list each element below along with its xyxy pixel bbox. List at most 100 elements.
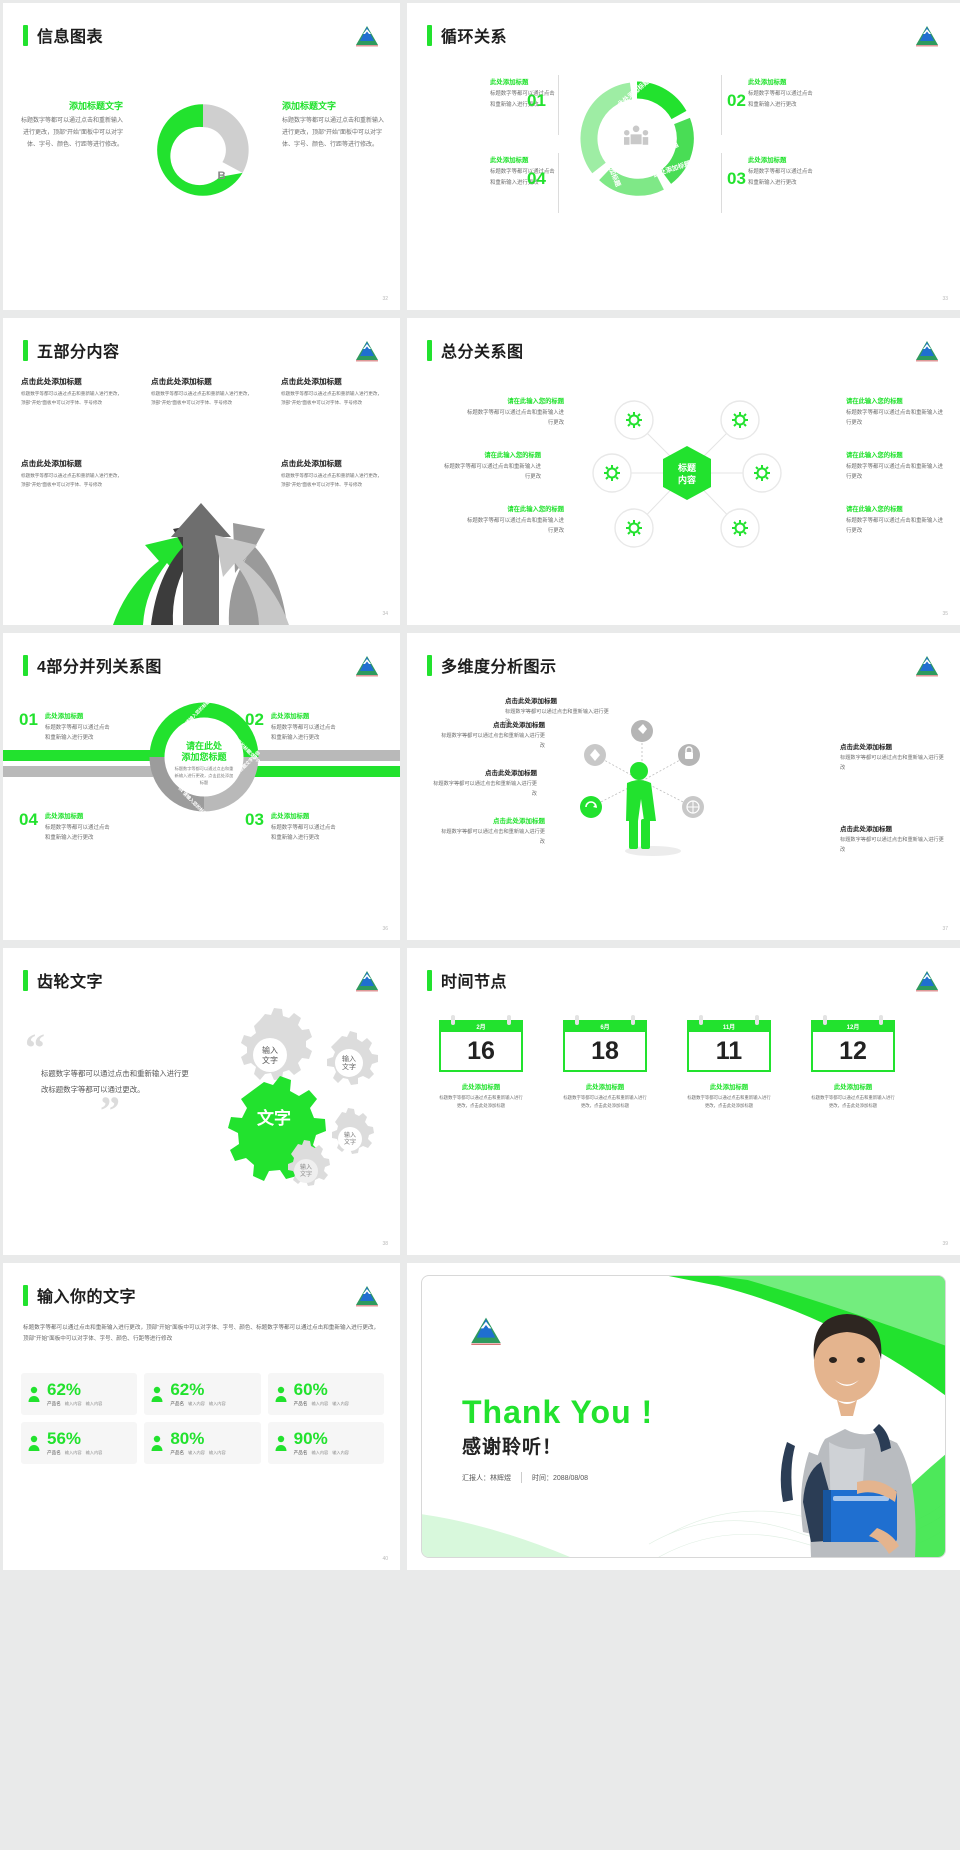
item-heading: 点击此处添加标题 (151, 377, 212, 386)
parallel-item-4[interactable]: 04 此处添加标题 标题数字等都可以通过点击和重新输入进行更改 (19, 811, 169, 844)
slide-header: 循环关系 (427, 23, 507, 47)
stat-name: 产品名 (47, 1450, 61, 1455)
item-heading: 点击此处添加标题 (281, 377, 342, 386)
hub-item-2[interactable]: 请在此输入您的标题 标题数字等都可以通过点击和重新输入进行更改 (846, 396, 946, 429)
right-heading: 添加标题文字 (282, 101, 337, 111)
ring-center-title-1: 请在此处 (186, 740, 223, 751)
left-band-green (3, 750, 153, 761)
parallel-item-2[interactable]: 02 此处添加标题 标题数字等都可以通过点击和重新输入进行更改 (245, 711, 395, 744)
calendar-month: 12月 (846, 1024, 860, 1031)
page-number: 32 (382, 296, 388, 302)
part-item-5[interactable]: 点击此处添加标题 标题数字等都可以通过点击和重新输入进行更改，顶部“开始”面板中… (281, 458, 385, 489)
hub-item-6[interactable]: 请在此输入您的标题 标题数字等都可以通过点击和重新输入进行更改 (846, 504, 946, 537)
cycle-number-2: 02 (727, 91, 746, 110)
item-heading: 此处添加标题 (490, 79, 529, 86)
slide-stats[interactable]: 输入你的文字 标题数字等都可以通过点击和重新输入进行更改，顶部“开始”面板中可以… (3, 1263, 400, 1570)
hub-item-3[interactable]: 请在此输入您的标题 标题数字等都可以通过点击和重新输入进行更改 (441, 450, 541, 483)
page-title: 循环关系 (441, 29, 508, 46)
parallel-item-3[interactable]: 03 此处添加标题 标题数字等都可以通过点击和重新输入进行更改 (245, 811, 395, 844)
network-item-1[interactable]: 点击此处添加标题 标题数字等都可以通过点击和重新输入进行更改 (505, 695, 609, 728)
cycle-item-2[interactable]: 此处添加标题 标题数字等都可以通过点击和重新输入进行更改 (748, 77, 814, 110)
network-item-4[interactable]: 点击此处添加标题 标题数字等都可以通过点击和重新输入进行更改 (433, 767, 537, 800)
slide-header: 总分关系图 (427, 338, 524, 362)
parallel-item-1[interactable]: 01 此处添加标题 标题数字等都可以通过点击和重新输入进行更改 (19, 711, 169, 744)
network-item-3[interactable]: 点击此处添加标题 标题数字等都可以通过点击和重新输入进行更改 (840, 741, 944, 774)
cycle-number-4: 04 (527, 169, 546, 188)
university-logo-icon (916, 971, 938, 992)
calendar-ring-icon (507, 1015, 511, 1025)
network-item-6[interactable]: 点击此处添加标题 标题数字等都可以通过点击和重新输入进行更改 (840, 823, 944, 856)
page-title: 信息图表 (37, 29, 104, 46)
part-item-3[interactable]: 点击此处添加标题 标题数字等都可以通过点击和重新输入进行更改，顶部“开始”面板中… (281, 376, 385, 407)
calendar-month: 11月 (722, 1024, 736, 1031)
left-text-block: 添加标题文字 标题数字等都可以通过点击和重新输入进行更改，顶部“开始”面板中可以… (21, 99, 123, 151)
part-item-1[interactable]: 点击此处添加标题 标题数字等都可以通过点击和重新输入进行更改，顶部“开始”面板中… (21, 376, 125, 407)
page-title: 五部分内容 (37, 344, 120, 361)
slide-cycle-relation[interactable]: 循环关系 此处添加标题 此处添加标题 此处添加标题 此处添加标题 (407, 3, 960, 310)
item-body: 标题数字等都可以通过点击和重新输入进行更改 (44, 725, 110, 742)
stat-card[interactable]: 60% 产品名 输入内容 输入内容 (267, 1373, 384, 1415)
hub-spoke-diagram[interactable]: 标题 内容 (572, 378, 802, 568)
item-heading: 请在此输入您的标题 (846, 398, 903, 405)
slide-timeline[interactable]: 时间节点 2月 16 此处添加标题 标题数字等都可以通过点击和重新输入进行更改，… (407, 948, 960, 1255)
hub-center-line1: 标题 (677, 462, 697, 473)
thanks-headline: Thank You ! (462, 1394, 654, 1430)
cycle-item-1[interactable]: 此处添加标题 标题数字等都可以通过点击和重新输入进行更改 (490, 77, 556, 110)
page-title: 4部分并列关系图 (37, 659, 162, 676)
slide-multidimensional[interactable]: 多维度分析图示 (407, 633, 960, 940)
arrow-chart[interactable] (87, 465, 315, 625)
item-body: 标题数字等都可以通过点击和重新输入进行更改 (433, 781, 537, 797)
university-logo-icon (356, 656, 378, 677)
item-heading: 此处添加标题 (270, 713, 310, 720)
calendar-card-2[interactable]: 6月 18 此处添加标题 标题数字等都可以通过点击和重新输入进行更改，点击此处添… (563, 1015, 647, 1110)
hub-item-1[interactable]: 请在此输入您的标题 标题数字等都可以通过点击和重新输入进行更改 (464, 396, 564, 429)
four-part-ring[interactable]: 01 请输入您的标题文字内容 02 请输入您的标题文字内容 03 请输入您的标题… (148, 701, 260, 813)
stat-meta-1: 输入内容 (64, 1450, 82, 1455)
network-item-5[interactable]: 点击此处添加标题 标题数字等都可以通过点击和重新输入进行更改 (441, 815, 545, 848)
hub-item-5[interactable]: 请在此输入您的标题 标题数字等都可以通过点击和重新输入进行更改 (464, 504, 564, 537)
cycle-item-3[interactable]: 此处添加标题 标题数字等都可以通过点击和重新输入进行更改 (748, 155, 814, 188)
item-heading: 点击此处添加标题 (840, 826, 892, 833)
stat-card[interactable]: 90% 产品名 输入内容 输入内容 (267, 1422, 384, 1464)
university-logo-icon (356, 341, 378, 362)
network-item-2[interactable]: 点击此处添加标题 标题数字等都可以通过点击和重新输入进行更改 (441, 719, 545, 752)
calendar-ring-icon (755, 1015, 759, 1025)
gear-cluster[interactable]: 输入 文字 文字 输入 文字 输入 文字 输入 文字 (202, 1008, 382, 1188)
gear-label-2: 输入 (342, 1054, 356, 1063)
item-heading: 请在此输入您的标题 (507, 398, 564, 405)
part-item-2[interactable]: 点击此处添加标题 标题数字等都可以通过点击和重新输入进行更改，顶部“开始”面板中… (151, 376, 255, 407)
donut-chart[interactable]: A B (151, 98, 255, 202)
stat-card[interactable]: 62% 产品名 输入内容 输入内容 (144, 1373, 261, 1415)
stat-card[interactable]: 56% 产品名 输入内容 输入内容 (21, 1422, 138, 1464)
stat-card[interactable]: 62% 产品名 输入内容 输入内容 (21, 1373, 138, 1415)
calendar-ring-icon (575, 1015, 579, 1025)
part-item-4[interactable]: 点击此处添加标题 标题数字等都可以通过点击和重新输入进行更改，顶部“开始”面板中… (21, 458, 125, 489)
cycle-item-4[interactable]: 此处添加标题 标题数字等都可以通过点击和重新输入进行更改 (490, 155, 556, 188)
stat-name: 产品名 (293, 1401, 308, 1406)
right-body: 标题数字等都可以通过点击和重新输入进行更改，顶部“开始”面板中可以对字体、字号、… (282, 118, 385, 148)
calendar-card-1[interactable]: 2月 16 此处添加标题 标题数字等都可以通过点击和重新输入进行更改，点击此处添… (439, 1015, 523, 1110)
quote-open-icon: “ (25, 1025, 45, 1070)
right-band-green (250, 766, 400, 777)
slide-four-parallel[interactable]: 4部分并列关系图 01 请输入您的标题文字内容 02 请输入您的标题文字内容 0… (3, 633, 400, 940)
calendar-caption: 此处添加标题 标题数字等都可以通过点击和重新输入进行更改，点击此处添加标题 (811, 1082, 895, 1110)
item-heading: 请在此输入您的标题 (507, 506, 564, 513)
slide-thank-you[interactable]: Thank You ! 感谢聆听！ 汇报人：林辉煜 时间：2088/08/08 (407, 1263, 960, 1570)
calendar-card-3[interactable]: 11月 11 此处添加标题 标题数字等都可以通过点击和重新输入进行更改，点击此处… (687, 1015, 771, 1110)
item-heading: 点击此处添加标题 (493, 818, 545, 825)
slide-gear-text[interactable]: 齿轮文字 “ 标题数字等都可以通过点击和重新输入进行更改标题数字等都可以通过更改… (3, 948, 400, 1255)
donut-label-a: A (188, 131, 196, 143)
calendar-caption: 此处添加标题 标题数字等都可以通过点击和重新输入进行更改，点击此处添加标题 (563, 1082, 647, 1110)
slide-hub-relation[interactable]: 总分关系图 (407, 318, 960, 625)
hub-item-4[interactable]: 请在此输入您的标题 标题数字等都可以通过点击和重新输入进行更改 (846, 450, 946, 483)
slide-infographic[interactable]: 信息图表 添加标题文字 标题数字等都可以通过点击和重新输入进行更改，顶部“开始”… (3, 3, 400, 310)
quote-block: “ 标题数字等都可以通过点击和重新输入进行更改标题数字等都可以通过更改。 ” (25, 1028, 195, 1131)
slide-five-parts[interactable]: 五部分内容 点击此处添加标题 标题数字等都可以通过点击和重新输入进行更改，顶部“… (3, 318, 400, 625)
stat-card[interactable]: 80% 产品名 输入内容 输入内容 (144, 1422, 261, 1464)
person-network-diagram[interactable] (567, 703, 717, 863)
cycle-diagram[interactable]: 此处添加标题 此处添加标题 此处添加标题 此处添加标题 (572, 73, 702, 203)
university-logo-icon (356, 1286, 378, 1307)
calendar-card-4[interactable]: 12月 12 此处添加标题 标题数字等都可以通过点击和重新输入进行更改，点击此处… (811, 1015, 895, 1110)
stat-meta-1: 输入内容 (311, 1450, 329, 1455)
slide-deck: 信息图表 添加标题文字 标题数字等都可以通过点击和重新输入进行更改，顶部“开始”… (3, 3, 960, 1570)
